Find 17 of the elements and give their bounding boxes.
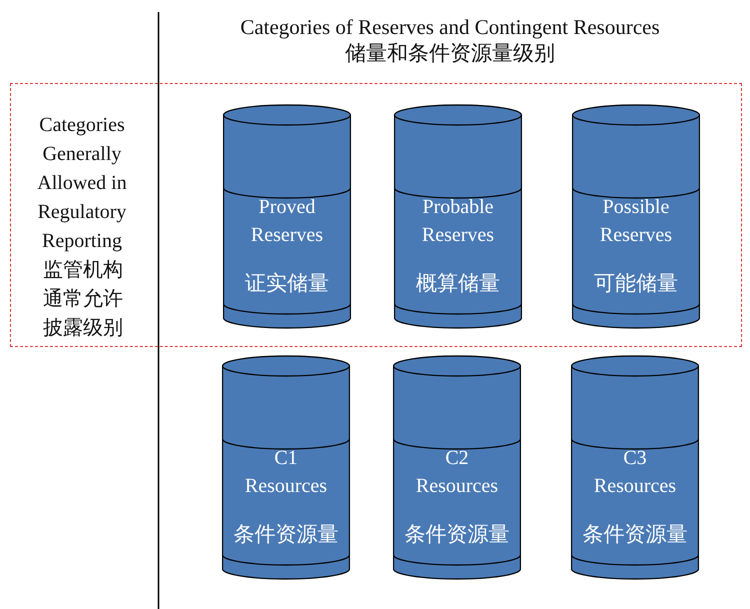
cylinder-label-chinese: 概算储量 [415,270,501,297]
cylinder-label-chinese: 条件资源量 [404,521,510,548]
cylinder-label-chinese: 可能储量 [593,270,679,297]
cylinder-label: Possible Reserves [598,195,674,248]
cylinder-label: C3 Resources [592,446,678,499]
cylinder-label: Proved Reserves [250,195,324,248]
subtitle: 储量和条件资源量级别 [344,41,556,66]
cylinder-label-chinese: 证实储量 [244,270,330,297]
cylinder-label: Probable Reserves [420,195,496,248]
region-label: 监管机构通常允许披露级别 [42,258,124,341]
cylinder-label-chinese: 条件资源量 [582,521,688,548]
cylinder-label: C1 Resources [244,446,328,499]
cylinder-label-chinese: 条件资源量 [232,521,340,548]
dashed-region-box [10,83,742,347]
diagram-title: Categories of Reserves and Contingent Resources [239,15,661,40]
region-label: Categories Generally Allowed in Regulatory Reporting [36,113,128,254]
cylinder-label: C2 Resources [414,446,500,499]
